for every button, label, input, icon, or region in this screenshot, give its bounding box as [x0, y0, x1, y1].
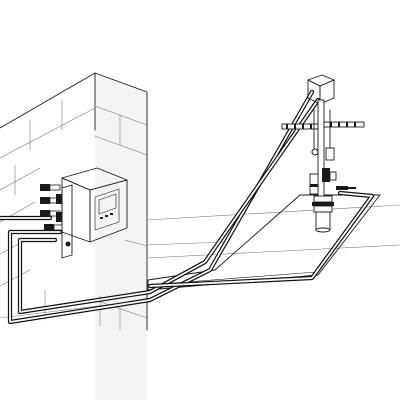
wall-side-face	[95, 73, 147, 400]
pipe-flange	[312, 195, 334, 213]
drain-pipe	[315, 211, 331, 233]
cable-glands	[40, 184, 63, 231]
keypad	[100, 213, 113, 219]
gland	[44, 224, 63, 231]
ground-screw	[65, 241, 71, 247]
gland	[56, 194, 62, 204]
display-screen	[98, 193, 117, 215]
side-brick-lines	[94, 105, 148, 331]
building-wall	[0, 72, 148, 400]
mounting-plate	[61, 184, 73, 259]
cable-bundle	[0, 89, 375, 325]
housing-left-face	[61, 177, 91, 243]
housing-front-face	[89, 179, 128, 243]
brick-lines	[0, 99, 148, 327]
analyzer-transmitter	[40, 167, 128, 259]
gland	[40, 184, 61, 191]
mast-clamp	[311, 148, 319, 156]
mast-top-box	[307, 74, 335, 87]
gland	[56, 212, 62, 222]
tray-outline	[147, 194, 381, 291]
display-window	[94, 188, 120, 231]
sensor-mast	[281, 74, 365, 219]
ground-plane	[146, 204, 400, 259]
mast-crossarm	[281, 121, 365, 130]
sensor-probe	[309, 168, 356, 195]
